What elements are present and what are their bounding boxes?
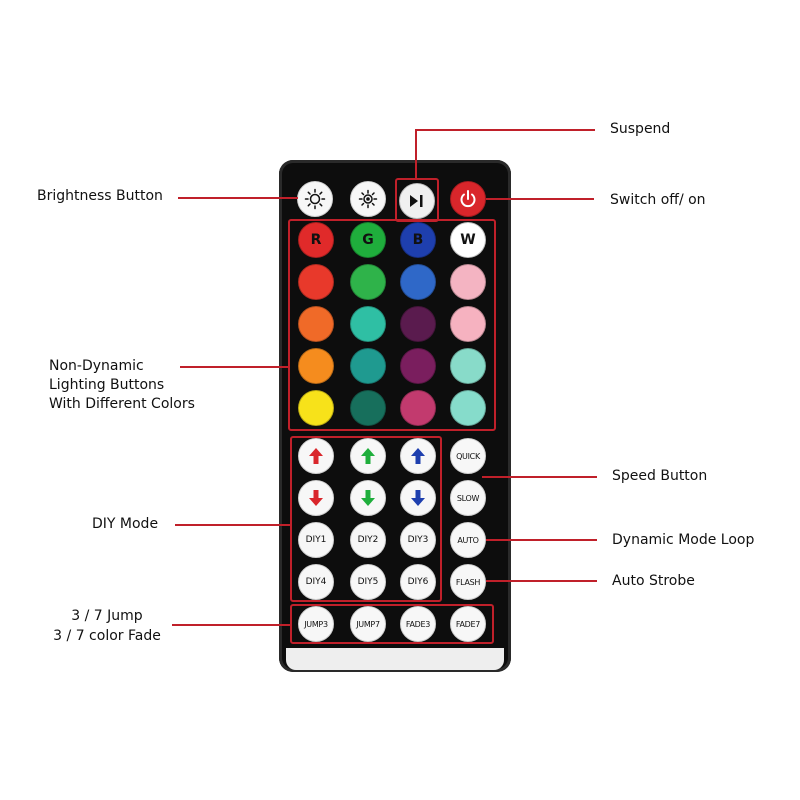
color-button-r5-c3[interactable] — [400, 390, 436, 426]
diy4-button[interactable]: DIY4 — [298, 564, 334, 600]
brightness-down-button[interactable] — [350, 181, 386, 217]
switch-callout — [486, 198, 594, 200]
red-up-button[interactable] — [298, 438, 334, 474]
color-buttons-frame — [288, 219, 496, 431]
speed-label: Speed Button — [612, 468, 708, 484]
color-button-r1-c4[interactable] — [450, 222, 486, 258]
slow-button[interactable]: SLOW — [450, 480, 486, 516]
color-button-r1-c3[interactable] — [400, 222, 436, 258]
color-button-r3-c4[interactable] — [450, 306, 486, 342]
sun-filled-icon — [358, 189, 378, 209]
play-pause-icon — [410, 195, 423, 207]
color-button-r3-c2[interactable] — [350, 306, 386, 342]
power-button[interactable] — [450, 181, 486, 217]
fade3-button[interactable]: FADE3 — [400, 606, 436, 642]
brightness-callout — [178, 197, 298, 199]
blue-down-button[interactable] — [400, 480, 436, 516]
red-down-button[interactable] — [298, 480, 334, 516]
non-dynamic-label-line1: Non-Dynamic — [49, 358, 144, 374]
non-dynamic-callout — [180, 366, 289, 368]
color-button-r3-c3[interactable] — [400, 306, 436, 342]
color-button-r5-c4[interactable] — [450, 390, 486, 426]
flash-button[interactable]: FLASH — [450, 564, 486, 600]
quick-button[interactable]: QUICK — [450, 438, 486, 474]
diy-callout — [175, 524, 291, 526]
arrow-down-blue-icon — [411, 490, 425, 506]
jump7-button[interactable]: JUMP7 — [350, 606, 386, 642]
color-button-r3-c1[interactable] — [298, 306, 334, 342]
diy-mode-label: DIY Mode — [92, 516, 159, 532]
non-dynamic-label-line2: Lighting Buttons — [49, 377, 165, 393]
brightness-label: Brightness Button — [37, 188, 163, 204]
diy6-button[interactable]: DIY6 — [400, 564, 436, 600]
blue-up-button[interactable] — [400, 438, 436, 474]
arrow-up-red-icon — [309, 448, 323, 464]
color-button-r2-c2[interactable] — [350, 264, 386, 300]
fade-label: 3 / 7 color Fade — [53, 628, 161, 644]
green-button-label: G — [362, 232, 374, 248]
auto-button[interactable]: AUTO — [450, 522, 486, 558]
non-dynamic-label-line3: With Different Colors — [49, 396, 195, 412]
color-button-r4-c3[interactable] — [400, 348, 436, 384]
arrow-down-red-icon — [309, 490, 323, 506]
color-button-r5-c1[interactable] — [298, 390, 334, 426]
jump-fade-callout — [172, 624, 291, 626]
color-button-r4-c4[interactable] — [450, 348, 486, 384]
color-button-r5-c2[interactable] — [350, 390, 386, 426]
suspend-callout-vertical — [415, 129, 417, 179]
color-button-r4-c1[interactable] — [298, 348, 334, 384]
color-button-r2-c4[interactable] — [450, 264, 486, 300]
color-button-r1-c1[interactable] — [298, 222, 334, 258]
dynamic-loop-callout — [486, 539, 597, 541]
fade7-button[interactable]: FADE7 — [450, 606, 486, 642]
speed-callout — [482, 476, 597, 478]
suspend-label: Suspend — [610, 121, 671, 137]
play-pause-button[interactable] — [399, 183, 435, 219]
color-button-r2-c3[interactable] — [400, 264, 436, 300]
brightness-up-button[interactable] — [297, 181, 333, 217]
jump-fade-frame — [290, 604, 494, 644]
switch-label: Switch off/ on — [610, 192, 706, 208]
arrow-up-green-icon — [361, 448, 375, 464]
green-up-button[interactable] — [350, 438, 386, 474]
color-button-r2-c1[interactable] — [298, 264, 334, 300]
white-button-label: W — [460, 232, 476, 248]
jump-label: 3 / 7 Jump — [71, 608, 143, 624]
diy5-button[interactable]: DIY5 — [350, 564, 386, 600]
color-button-r4-c2[interactable] — [350, 348, 386, 384]
diy-frame — [290, 436, 442, 602]
arrow-up-blue-icon — [411, 448, 425, 464]
green-down-button[interactable] — [350, 480, 386, 516]
blue-button-label: B — [412, 232, 424, 248]
dynamic-loop-label: Dynamic Mode Loop — [612, 532, 755, 548]
auto-strobe-label: Auto Strobe — [612, 573, 695, 589]
auto-strobe-callout — [486, 580, 597, 582]
sun-outline-icon — [304, 188, 326, 210]
suspend-highlight-frame — [395, 178, 439, 222]
diy3-button[interactable]: DIY3 — [400, 522, 436, 558]
power-icon — [460, 190, 476, 208]
arrow-down-green-icon — [361, 490, 375, 506]
suspend-callout-horizontal — [415, 129, 595, 131]
color-button-r1-c2[interactable] — [350, 222, 386, 258]
red-button-label: R — [310, 232, 322, 248]
diy2-button[interactable]: DIY2 — [350, 522, 386, 558]
remote-bottom-cap — [286, 648, 504, 670]
jump3-button[interactable]: JUMP3 — [298, 606, 334, 642]
diy1-button[interactable]: DIY1 — [298, 522, 334, 558]
